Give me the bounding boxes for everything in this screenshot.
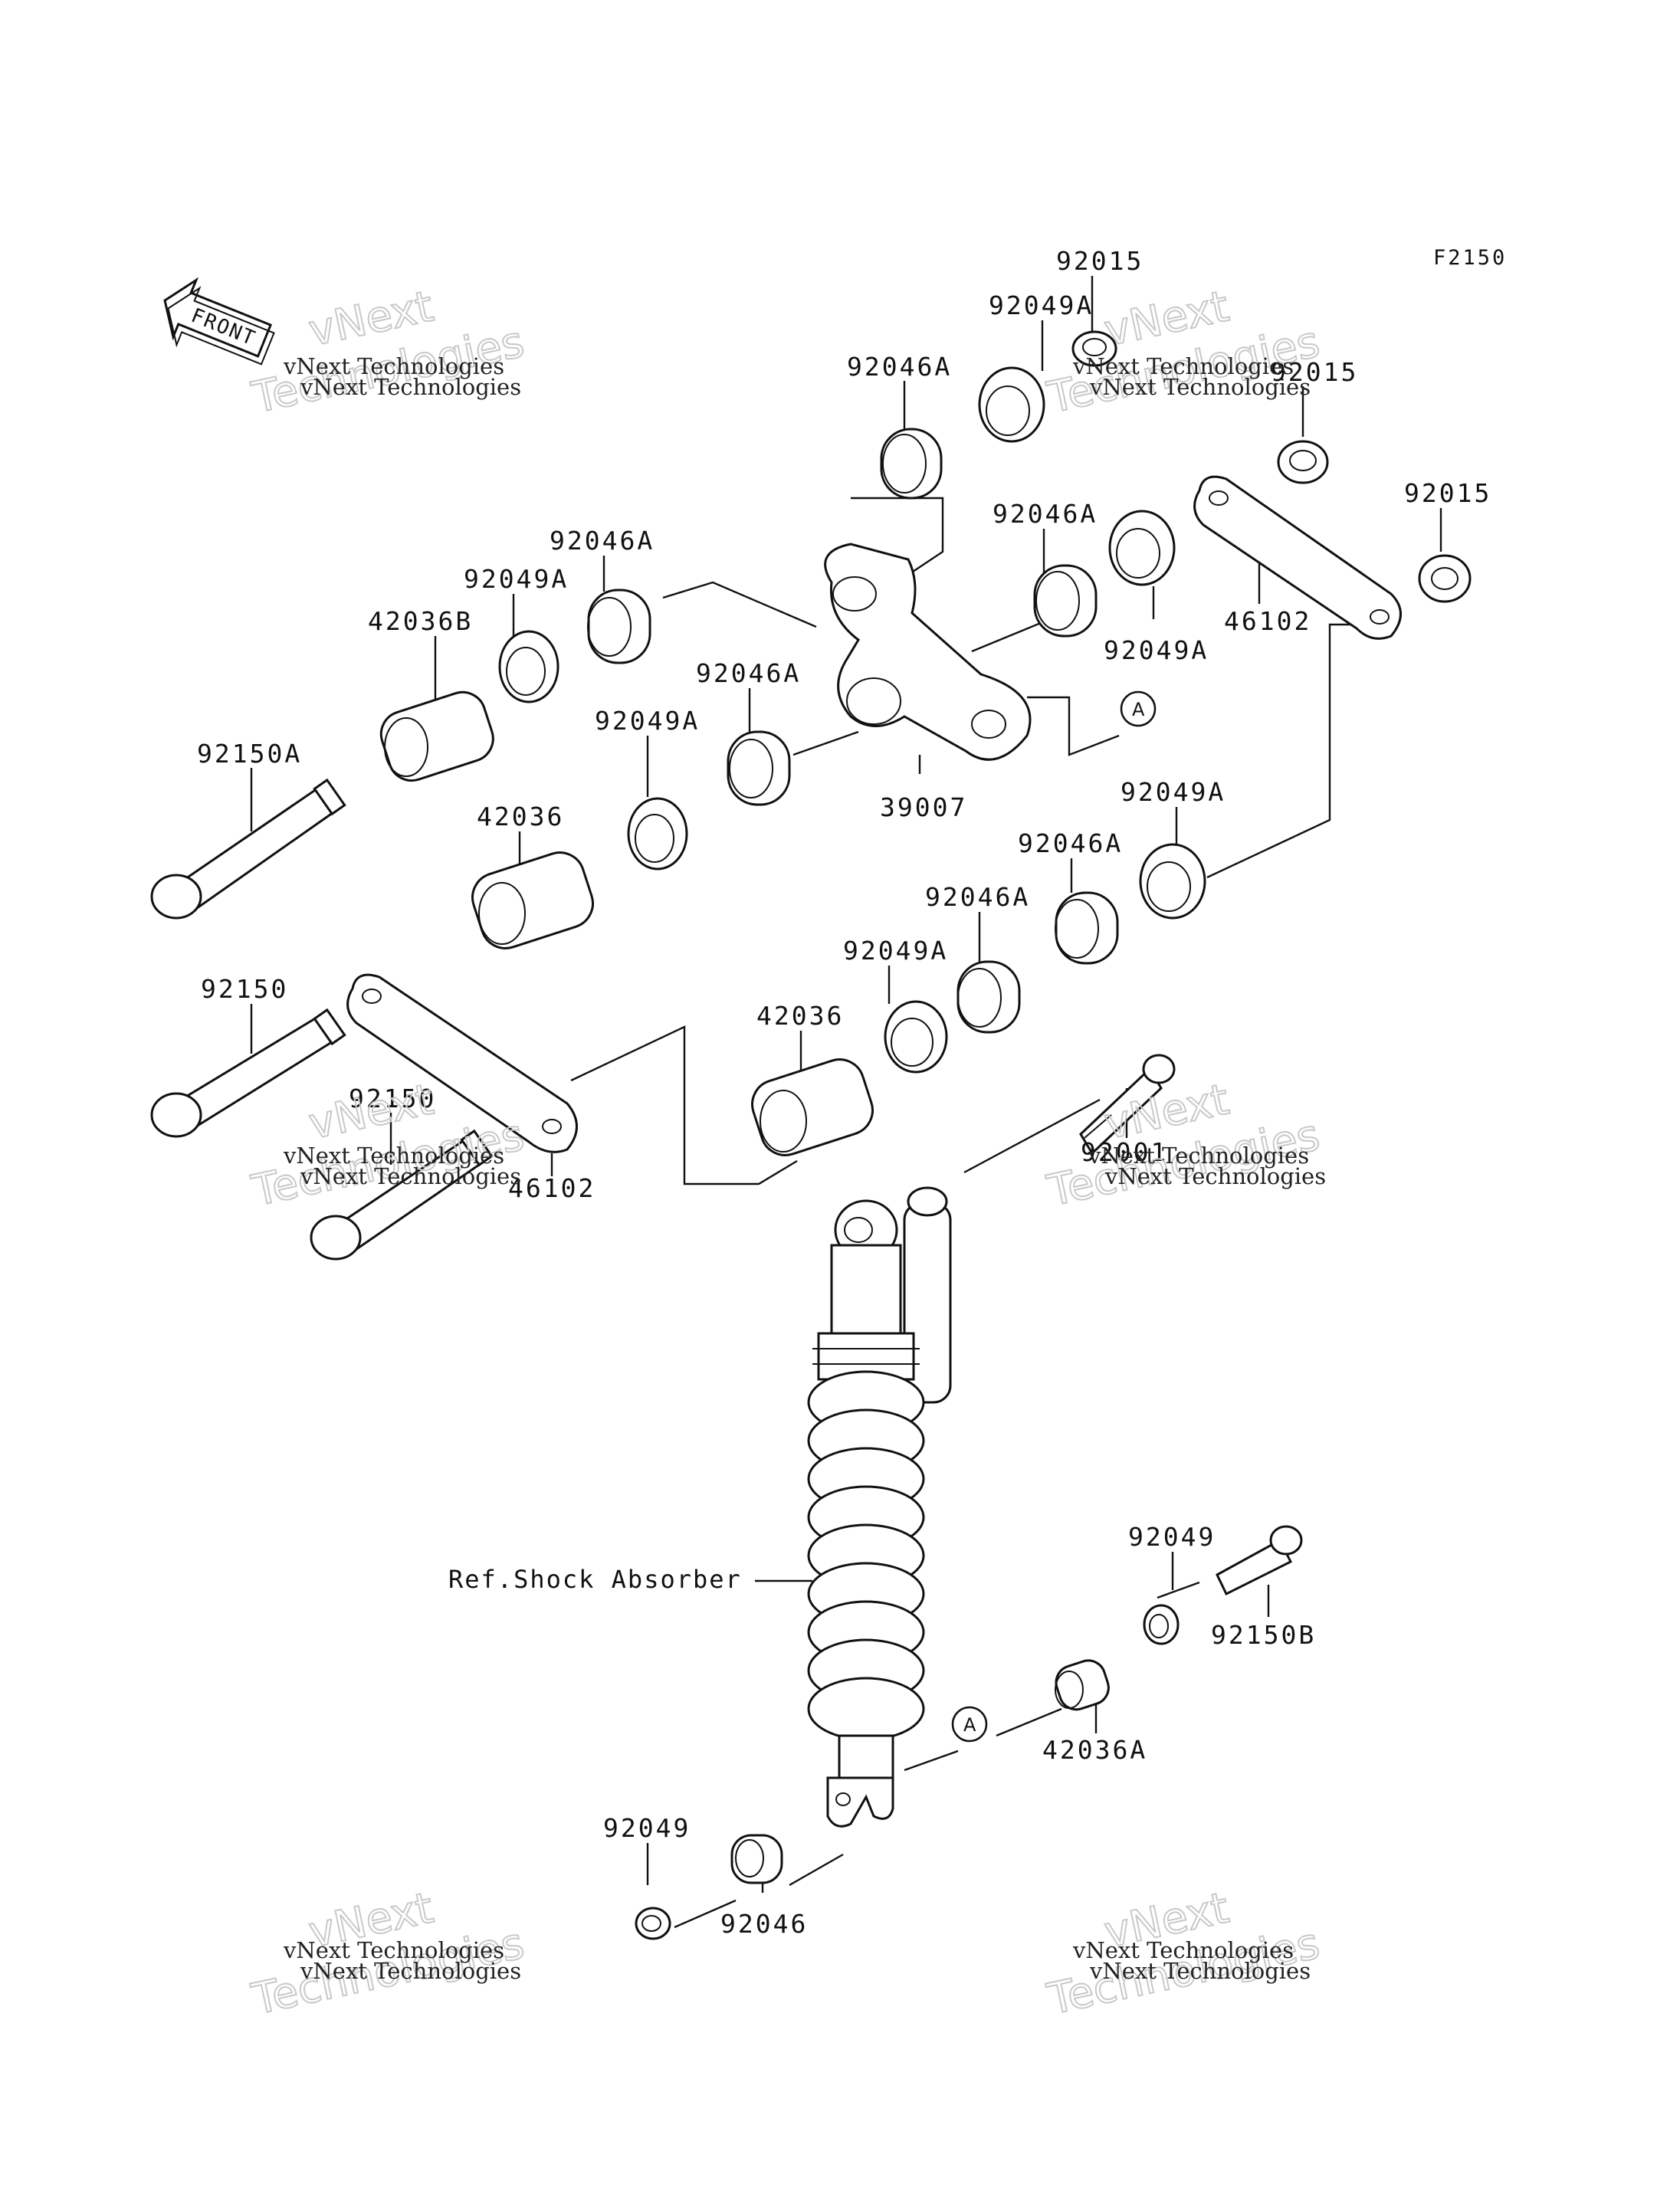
label-92046A: 92046A [696,658,801,688]
marker-a-bottom: A [951,1706,988,1743]
label-92046: 92046 [720,1909,808,1939]
link-46102-top [1193,475,1402,640]
label-92049A: 92049A [464,564,569,594]
diagram-code: F2150 [1433,246,1507,270]
label-92049A: 92049A [989,290,1094,320]
svg-text:A: A [1132,699,1145,720]
seal-low-right [1139,843,1206,920]
collar-42036A [1055,1659,1110,1711]
svg-text:vNext Technologies: vNext Technologies [1088,1143,1309,1169]
front-arrow-icon: FRONT [163,277,275,366]
rocker-arm-39007 [824,543,1032,761]
coil-spring [807,1370,925,1741]
label-92046A: 92046A [993,499,1098,529]
seal-92049-left [635,1907,671,1940]
label-92049A: 92049A [595,706,700,736]
label-92049A: 92049A [843,936,948,966]
label-46102: 46102 [1224,606,1311,636]
collar-42036B [379,690,494,782]
label-42036: 42036 [756,1001,844,1031]
label-46102: 46102 [508,1173,596,1203]
ref-shock-absorber-label: Ref.Shock Absorber [448,1565,742,1594]
bearing-left [587,589,651,664]
label-92049A: 92049A [1121,777,1226,807]
label-92150A: 92150A [197,739,302,769]
collar-42036-a [471,851,594,949]
bearing-92046 [730,1834,783,1884]
svg-text:A: A [963,1714,976,1736]
svg-text:vNext Technologies: vNext Technologies [1089,1958,1311,1984]
label-42036A: 42036A [1042,1735,1147,1765]
parts-drawings: A A [150,330,1472,1940]
label-39007: 39007 [880,792,967,822]
shock-absorber [807,1186,952,1828]
bolt-92001 [1079,1054,1176,1156]
svg-text:vNext Technologies: vNext Technologies [300,1163,521,1189]
svg-text:vNext Technologies: vNext Technologies [1089,374,1311,400]
label-92049: 92049 [603,1813,691,1843]
label-92046A: 92046A [550,526,655,556]
svg-text:vNext Technologies: vNext Technologies [283,1937,504,1963]
bearing-low [1055,891,1119,965]
label-92046A: 92046A [847,352,952,382]
svg-text:vNext Technologies: vNext Technologies [1104,1163,1326,1189]
label-92150: 92150 [201,974,288,1004]
marker-a-top: A [1120,690,1157,727]
label-92015: 92015 [1056,246,1144,276]
seal-right [1108,510,1176,586]
svg-text:vNext Technologies: vNext Technologies [1072,1937,1294,1963]
seal-mid [627,797,688,871]
svg-text:vNext Technologies: vNext Technologies [300,374,521,400]
bearing-center [727,730,791,806]
nut-92015-mid [1277,440,1329,484]
bolt-92150-b [310,1129,494,1261]
label-92015: 92015 [1404,478,1491,508]
label-92015: 92015 [1271,357,1358,387]
label-92049: 92049 [1128,1522,1216,1552]
label-42036: 42036 [477,802,564,831]
collar-42036-b [751,1058,874,1156]
seal-92049-right [1143,1604,1180,1645]
label-42036B: 42036B [368,606,473,636]
label-92046A: 92046A [925,882,1030,912]
svg-text:vNext Technologies: vNext Technologies [1072,353,1294,379]
bolt-92150 [150,1008,346,1138]
label-92150: 92150 [349,1084,436,1113]
bolt-92150B [1216,1525,1303,1596]
svg-text:vNext Technologies: vNext Technologies [300,1958,521,1984]
seal-top [978,366,1045,443]
svg-text:vNext Technologies: vNext Technologies [283,353,504,379]
seal-left [498,630,559,703]
svg-text:vNext Technologies: vNext Technologies [283,1143,504,1169]
label-92046A: 92046A [1018,828,1123,858]
watermark: vNext Technologies [1042,1074,1324,1217]
nut-92015-top [1071,330,1117,367]
nut-92015-right [1418,554,1472,603]
label-92150B: 92150B [1211,1620,1316,1650]
bearing-mid [1033,564,1098,638]
label-92049A: 92049A [1104,635,1209,665]
bearing-top [880,428,943,500]
link-46102-bottom [346,973,578,1153]
bolt-92150A [150,778,346,920]
part-labels: 92015 92015 92015 92049A 92046A 92046A 9… [197,246,1491,1939]
label-92001: 92001 [1081,1137,1168,1167]
seal-low [884,1000,948,1074]
bearing-low2 [956,960,1021,1034]
